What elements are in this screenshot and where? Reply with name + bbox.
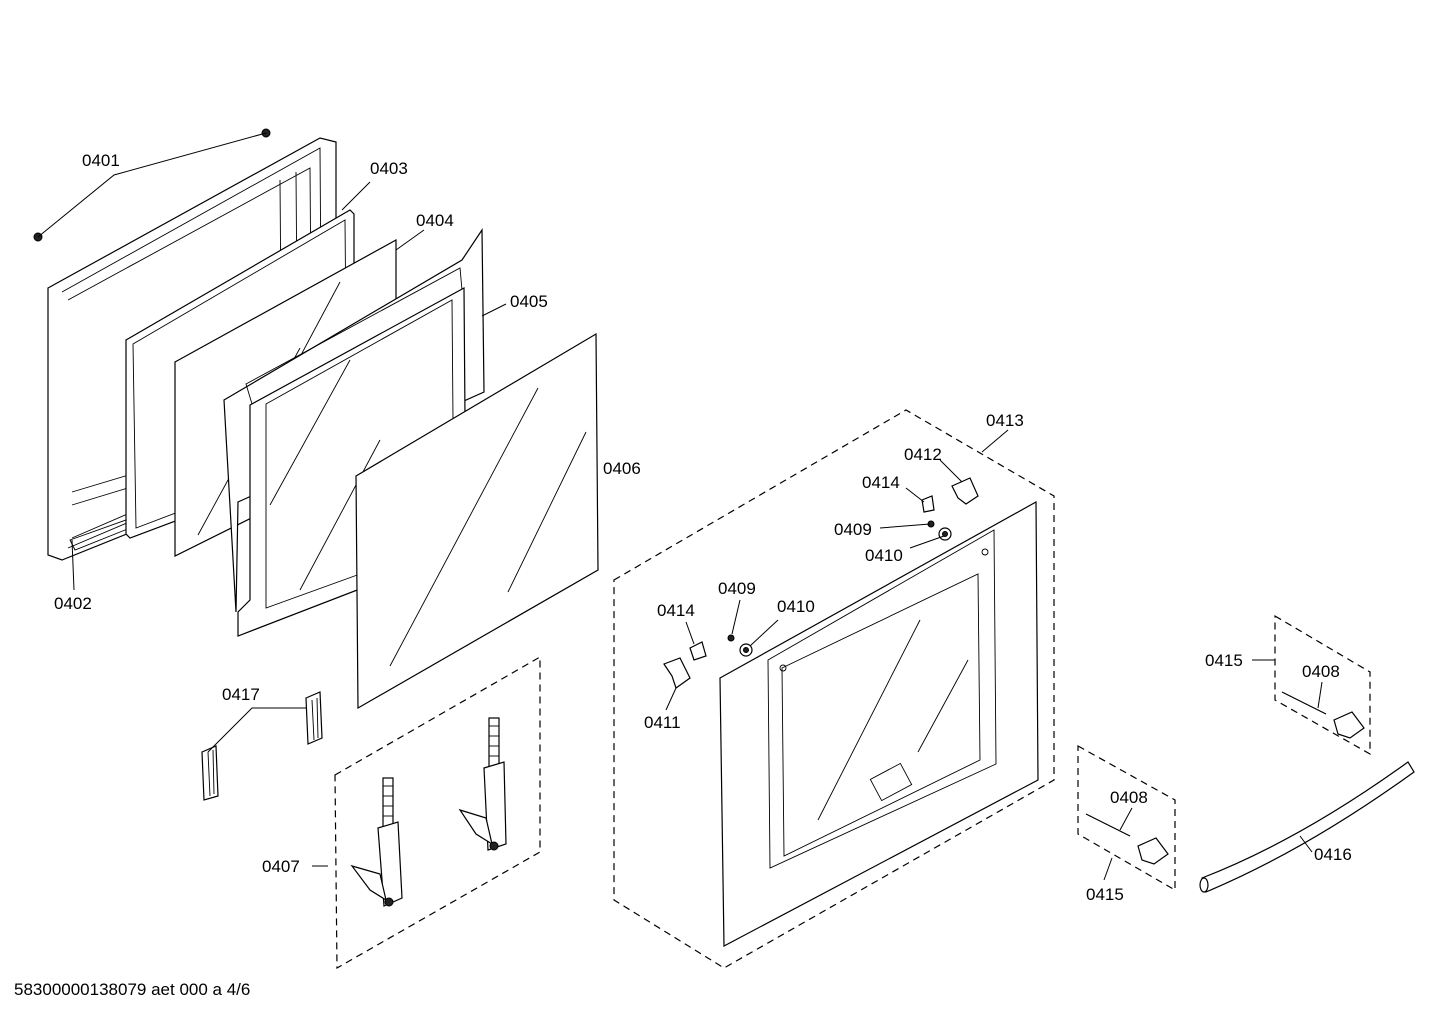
handle-mount-boundary-lower bbox=[1077, 744, 1176, 892]
label-0410-upper: 0410 bbox=[865, 546, 903, 565]
hinge-group-boundary bbox=[334, 655, 541, 970]
label-0417: 0417 bbox=[222, 685, 260, 704]
label-0402: 0402 bbox=[54, 594, 92, 613]
label-0413: 0413 bbox=[986, 411, 1024, 430]
handle-mount-part-upper bbox=[1281, 691, 1365, 739]
label-0408-upper: 0408 bbox=[1302, 662, 1340, 681]
handle-mount-boundary-upper bbox=[1274, 614, 1371, 756]
door-assembly-boundary bbox=[613, 409, 1055, 969]
door-hardware-parts bbox=[663, 477, 979, 689]
label-0415-lower: 0415 bbox=[1086, 885, 1124, 904]
label-0404: 0404 bbox=[416, 211, 454, 230]
label-0414-upper: 0414 bbox=[862, 473, 900, 492]
label-0409-lower: 0409 bbox=[718, 579, 756, 598]
door-hinge-part bbox=[350, 717, 507, 907]
label-0415-upper: 0415 bbox=[1205, 651, 1243, 670]
leader-lines bbox=[37, 132, 1323, 881]
handle-mount-part-lower bbox=[1085, 813, 1169, 865]
label-0412: 0412 bbox=[904, 445, 942, 464]
label-0406: 0406 bbox=[603, 459, 641, 478]
label-0410-lower: 0410 bbox=[777, 597, 815, 616]
label-0405: 0405 bbox=[510, 292, 548, 311]
label-0407: 0407 bbox=[262, 857, 300, 876]
outer-glass-pane-part bbox=[355, 332, 599, 710]
drawing-reference-number: 58300000138079 aet 000 a 4/6 bbox=[14, 980, 251, 999]
label-0408-lower: 0408 bbox=[1110, 788, 1148, 807]
label-0409-upper: 0409 bbox=[834, 520, 872, 539]
door-handle-part bbox=[1201, 761, 1415, 893]
label-0403: 0403 bbox=[370, 159, 408, 178]
label-0401: 0401 bbox=[82, 151, 120, 170]
label-0411: 0411 bbox=[644, 713, 681, 732]
outer-door-panel-part bbox=[719, 500, 1039, 947]
label-0416: 0416 bbox=[1314, 845, 1352, 864]
label-0414-lower: 0414 bbox=[657, 601, 695, 620]
